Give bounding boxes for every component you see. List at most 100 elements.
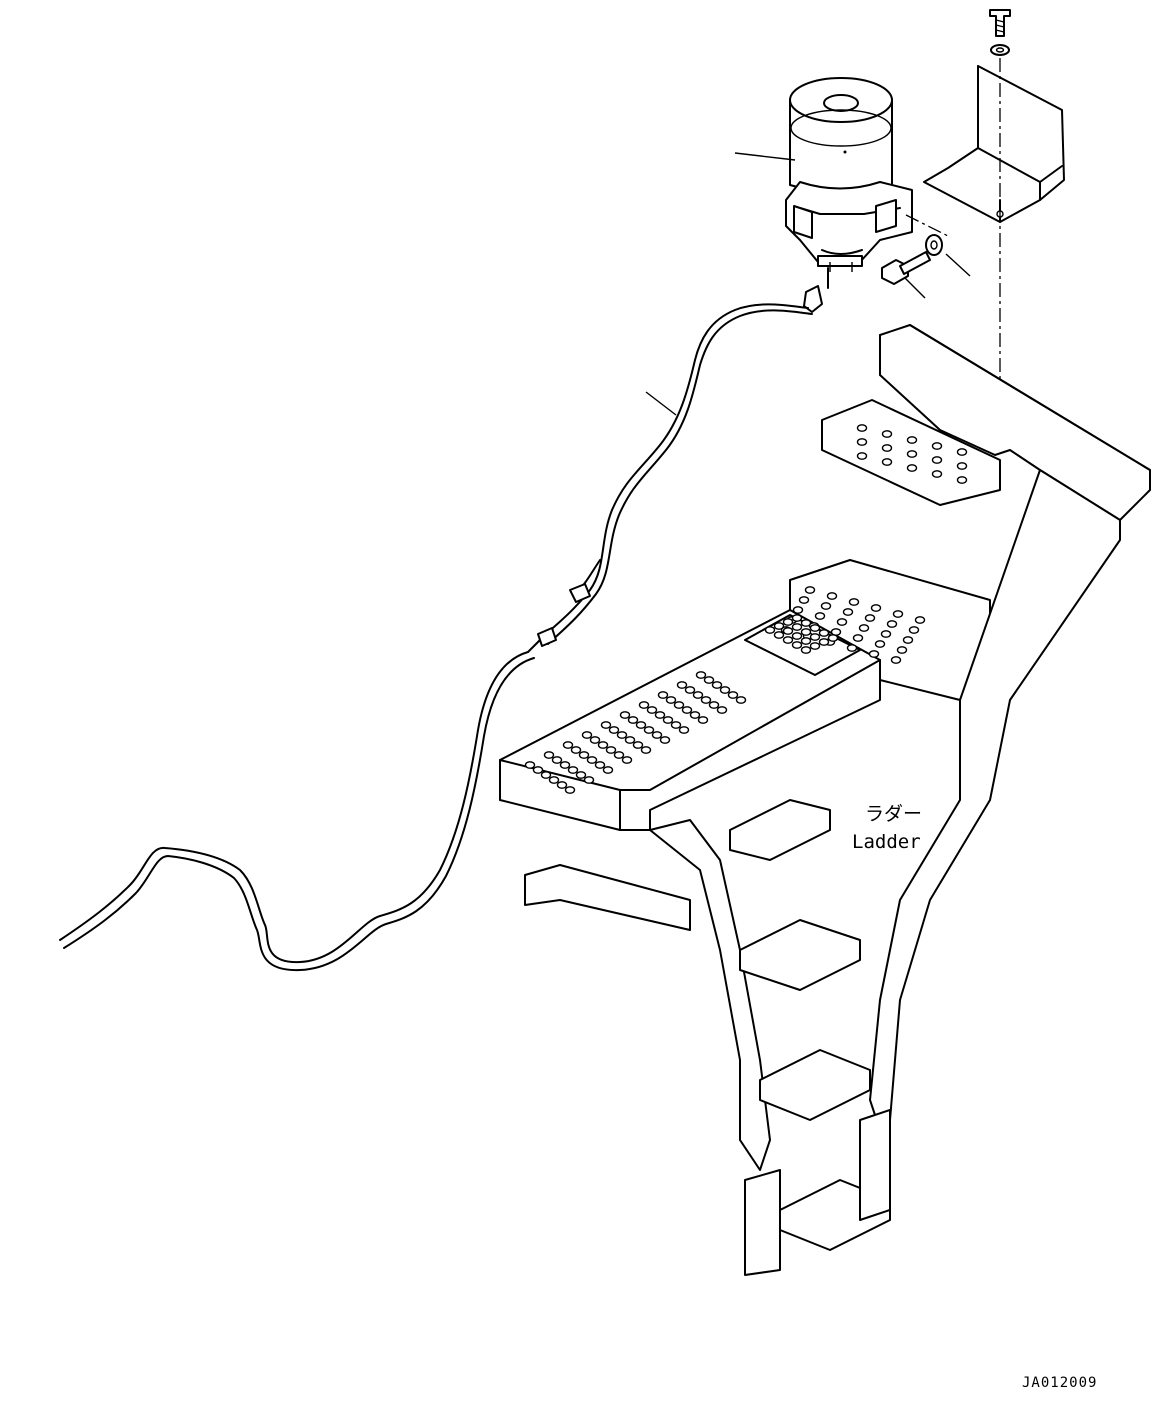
- step-hole: [665, 696, 677, 704]
- step-hole: [673, 701, 685, 709]
- step-hole: [657, 691, 669, 699]
- side-bolt: [881, 251, 931, 285]
- step-hole: [846, 644, 858, 652]
- step-hole: [906, 450, 918, 458]
- step-hole: [524, 761, 536, 769]
- step-hole: [643, 726, 655, 734]
- step-hole: [697, 716, 709, 724]
- step-hole: [782, 636, 794, 644]
- step-hole: [613, 751, 625, 759]
- step-hole: [551, 756, 563, 764]
- step-hole: [864, 614, 876, 622]
- step-hole: [678, 726, 690, 734]
- step-hole: [791, 632, 803, 640]
- step-hole: [870, 604, 882, 612]
- step-hole: [782, 627, 794, 635]
- step-hole: [800, 637, 812, 645]
- step-hole: [931, 470, 943, 478]
- step-hole: [956, 462, 968, 470]
- mounting-bracket: [923, 65, 1065, 223]
- grease-hose: [59, 267, 829, 972]
- step-hole: [632, 741, 644, 749]
- step-hole: [791, 623, 803, 631]
- step-hole: [902, 636, 914, 644]
- step-hole: [814, 612, 826, 620]
- step-hole: [881, 444, 893, 452]
- step-hole: [874, 640, 886, 648]
- step-hole: [798, 596, 810, 604]
- step-hole: [856, 452, 868, 460]
- step-hole: [827, 634, 839, 642]
- step-hole: [890, 656, 902, 664]
- top-bolt: [989, 9, 1011, 37]
- step-hole: [773, 631, 785, 639]
- step-hole: [559, 761, 571, 769]
- side-washer: [925, 234, 943, 256]
- step-hole: [804, 586, 816, 594]
- step-hole: [532, 766, 544, 774]
- step-hole: [881, 430, 893, 438]
- step-hole: [856, 438, 868, 446]
- step-hole: [570, 746, 582, 754]
- step-hole: [605, 746, 617, 754]
- step-hole: [956, 448, 968, 456]
- step-hole: [602, 766, 614, 774]
- step-hole: [856, 424, 868, 432]
- step-hole: [880, 630, 892, 638]
- side-bolt-centerline: [905, 214, 951, 238]
- step-hole: [659, 736, 671, 744]
- grease-pump: [785, 77, 913, 272]
- step-hole: [727, 691, 739, 699]
- step-hole: [842, 608, 854, 616]
- top-washer: [990, 44, 1010, 56]
- step-hole: [708, 701, 720, 709]
- step-hole: [589, 736, 601, 744]
- ladder-label-jp: ラダー: [865, 803, 922, 825]
- step-hole: [646, 706, 658, 714]
- step-hole: [556, 781, 568, 789]
- step-hole: [711, 681, 723, 689]
- step-hole: [676, 681, 688, 689]
- step-hole: [931, 456, 943, 464]
- step-hole: [931, 442, 943, 450]
- step-hole: [581, 731, 593, 739]
- step-hole: [764, 626, 776, 634]
- step-hole: [700, 696, 712, 704]
- step-hole: [858, 624, 870, 632]
- step-hole: [594, 761, 606, 769]
- step-hole: [800, 619, 812, 627]
- step-hole: [635, 721, 647, 729]
- step-hole: [608, 726, 620, 734]
- step-hole: [654, 711, 666, 719]
- step-hole: [597, 741, 609, 749]
- step-hole: [809, 633, 821, 641]
- step-hole: [600, 721, 612, 729]
- step-hole: [848, 598, 860, 606]
- step-hole: [791, 641, 803, 649]
- step-hole: [716, 706, 728, 714]
- step-hole: [826, 592, 838, 600]
- ladder-label-en: Ladder: [852, 831, 921, 853]
- step-hole: [809, 624, 821, 632]
- step-hole: [773, 622, 785, 630]
- step-hole: [836, 618, 848, 626]
- step-hole: [616, 731, 628, 739]
- step-hole: [638, 701, 650, 709]
- step-hole: [627, 716, 639, 724]
- step-hole: [735, 696, 747, 704]
- step-hole: [886, 620, 898, 628]
- step-hole: [651, 731, 663, 739]
- step-hole: [662, 716, 674, 724]
- step-hole: [548, 776, 560, 784]
- step-hole: [868, 650, 880, 658]
- step-hole: [896, 646, 908, 654]
- step-hole: [619, 711, 631, 719]
- step-hole: [640, 746, 652, 754]
- pump-leader-line: [734, 152, 796, 161]
- step-hole: [586, 756, 598, 764]
- step-hole: [782, 618, 794, 626]
- step-hole: [809, 642, 821, 650]
- step-hole: [818, 638, 830, 646]
- step-hole: [791, 614, 803, 622]
